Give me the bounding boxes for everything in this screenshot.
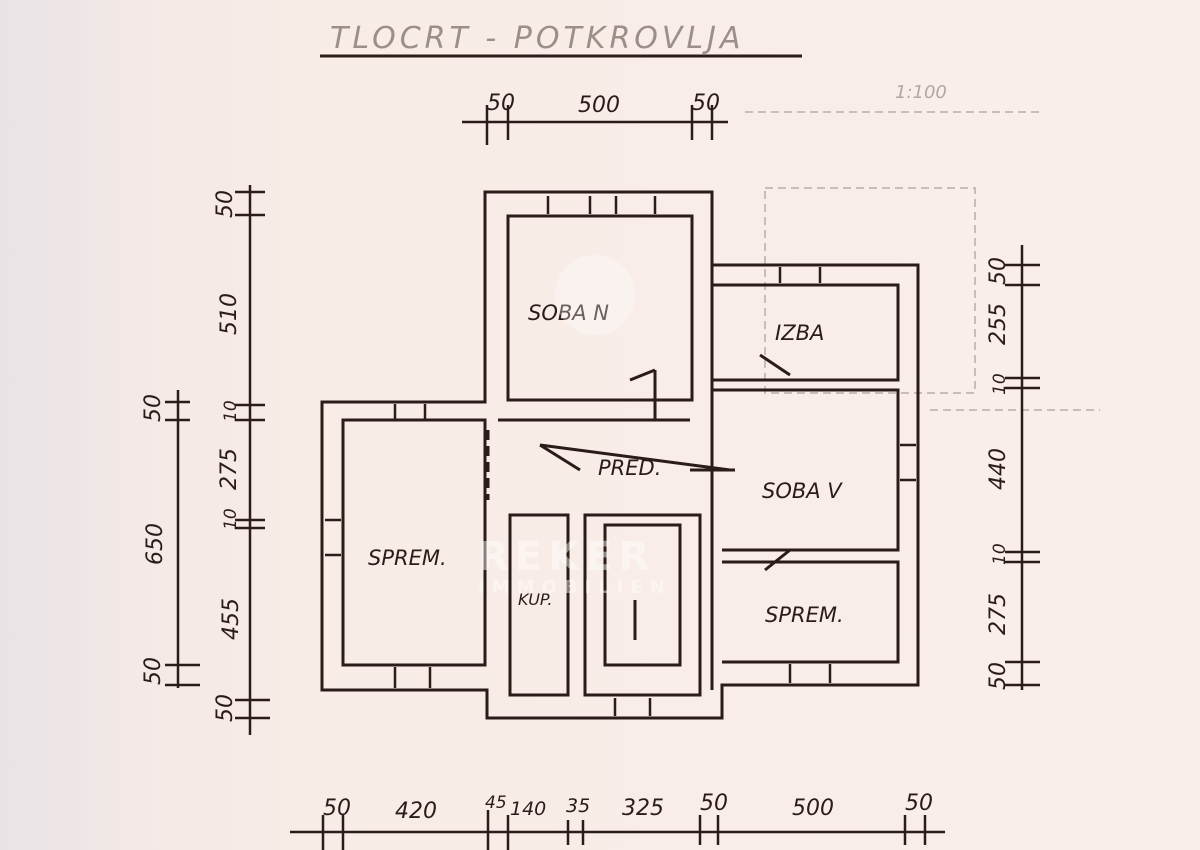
room-label-kup: KUP. xyxy=(518,590,552,609)
dim-label: 50 xyxy=(692,91,720,116)
dimensions-left-outer: 50 650 50 xyxy=(141,394,168,685)
dim-label: 50 xyxy=(141,394,166,422)
dim-label: 420 xyxy=(395,799,437,824)
dimensions-bottom: 50 420 45 140 35 325 50 500 50 xyxy=(323,791,933,824)
room-label-soba-n: SOBA N xyxy=(528,301,609,325)
dim-label: 50 xyxy=(323,796,351,821)
scale-note: 1:100 xyxy=(895,82,947,103)
dim-label: 50 xyxy=(986,257,1011,285)
dim-label: 50 xyxy=(700,791,728,816)
dim-label: 10 xyxy=(221,508,241,530)
dim-label: 440 xyxy=(986,448,1011,490)
dim-label: 10 xyxy=(221,400,241,422)
dim-label: 50 xyxy=(905,791,933,816)
dim-label: 50 xyxy=(213,694,238,722)
dimensions-left-inner: 50 510 10 275 10 455 50 xyxy=(213,190,244,722)
dim-label: 50 xyxy=(487,91,515,116)
room-label-sprem-right: SPREM. xyxy=(765,603,844,627)
watermark-sub: IMMOBILIEN xyxy=(478,577,672,598)
dim-label: 325 xyxy=(622,796,664,821)
dim-label: 10 xyxy=(990,543,1010,565)
room-label-pred: PRED. xyxy=(598,456,661,480)
dim-label: 140 xyxy=(510,798,546,820)
dim-label: 500 xyxy=(578,93,620,118)
dimension-lines xyxy=(165,105,1040,850)
dim-label: 500 xyxy=(792,796,834,821)
dim-label: 50 xyxy=(213,190,238,218)
watermark-name: REKER xyxy=(478,534,655,580)
room-label-sprem-left: SPREM. xyxy=(368,546,447,570)
dim-label: 10 xyxy=(990,373,1010,395)
dim-label: 50 xyxy=(986,662,1011,690)
plan-title: TLOCRT - POTKROVLJA xyxy=(330,21,745,56)
dim-label: 35 xyxy=(566,795,590,817)
windows xyxy=(325,196,916,716)
dimensions-right: 50 255 10 440 10 275 50 xyxy=(986,257,1011,690)
room-label-soba-v: SOBA V xyxy=(762,479,843,503)
dim-label: 275 xyxy=(986,593,1011,635)
dim-label: 275 xyxy=(217,448,242,490)
walls xyxy=(320,190,920,720)
dim-label: 255 xyxy=(986,303,1011,345)
room-label-izba: IZBA xyxy=(775,321,824,345)
dim-label: 455 xyxy=(219,598,244,640)
dim-label: 45 xyxy=(485,793,507,813)
watermark-logo-icon xyxy=(555,255,635,335)
dim-label: 650 xyxy=(143,523,168,565)
ghost-lines xyxy=(745,111,1100,411)
dimensions-top: 50 500 50 xyxy=(487,91,720,118)
dim-label: 50 xyxy=(141,657,166,685)
dim-label: 510 xyxy=(217,293,242,335)
